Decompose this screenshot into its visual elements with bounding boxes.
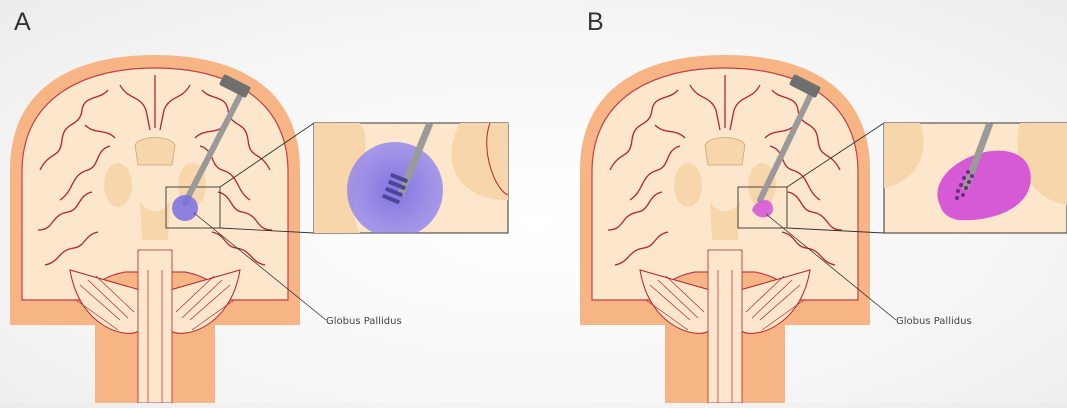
panel-label-b: B — [587, 8, 604, 37]
brainstem — [708, 250, 742, 403]
inset-lesion — [347, 142, 443, 238]
callout-globus-pallidus-b: Globus Pallidus — [896, 316, 972, 327]
lesion — [172, 195, 198, 221]
callout-globus-pallidus-a: Globus Pallidus — [326, 316, 402, 327]
inset — [884, 123, 1067, 233]
panel-label-a: A — [14, 8, 31, 37]
inset — [314, 123, 508, 238]
panel-a — [10, 55, 508, 403]
panel-b — [580, 55, 1067, 403]
brainstem — [138, 250, 172, 403]
